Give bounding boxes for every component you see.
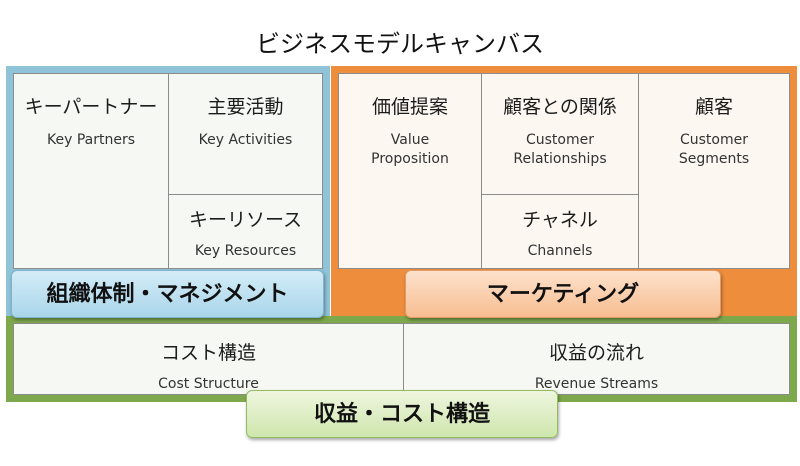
key-partners-block: キーパートナー Key Partners	[13, 73, 169, 269]
customer-segments-en-line2: Segments	[678, 151, 750, 167]
customer-segments-jp: 顧客	[694, 96, 733, 118]
customer-relationships-en: Customer Relationships	[482, 131, 638, 169]
cost-structure-jp: コスト構造	[160, 342, 256, 364]
value-proposition-en-line2: Proposition	[371, 151, 449, 167]
customer-relationships-block: 顧客との関係 Customer Relationships	[481, 73, 639, 195]
customer-relationships-jp: 顧客との関係	[503, 96, 617, 118]
key-partners-jp: キーパートナー	[24, 96, 158, 118]
key-resources-jp: キーリソース	[188, 209, 303, 231]
cost-structure-block: コスト構造 Cost Structure	[13, 323, 404, 395]
value-proposition-jp: 価値提案	[371, 96, 448, 118]
key-partners-en: Key Partners	[46, 132, 135, 148]
key-resources-block: キーリソース Key Resources	[168, 194, 323, 269]
customer-segments-en: Customer Segments	[639, 131, 789, 169]
key-activities-jp: 主要活動	[207, 96, 284, 118]
key-activities-en: Key Activities	[198, 132, 293, 148]
customer-segments-en-line1: Customer	[679, 132, 748, 148]
canvas-title: ビジネスモデルキャンバス	[256, 30, 544, 58]
revenue-cost-group-label: 収益・コスト構造	[246, 390, 558, 438]
value-proposition-en-line1: Value	[390, 132, 430, 148]
cost-structure-en: Cost Structure	[158, 376, 259, 392]
organization-group-label: 組織体制・マネジメント	[11, 270, 324, 318]
key-resources-en: Key Resources	[194, 243, 297, 259]
revenue-streams-en: Revenue Streams	[534, 376, 659, 392]
customer-segments-block: 顧客 Customer Segments	[638, 73, 790, 269]
customer-relationships-en-line1: Customer	[525, 132, 594, 148]
channels-jp: チャネル	[522, 209, 598, 231]
key-activities-block: 主要活動 Key Activities	[168, 73, 323, 195]
marketing-group-label: マーケティング	[405, 270, 721, 318]
revenue-streams-jp: 収益の流れ	[548, 342, 644, 364]
value-proposition-block: 価値提案 Value Proposition	[338, 73, 482, 269]
customer-relationships-en-line2: Relationships	[513, 151, 607, 167]
value-proposition-en: Value Proposition	[339, 131, 481, 169]
channels-block: チャネル Channels	[481, 194, 639, 269]
channels-en: Channels	[527, 243, 593, 259]
revenue-streams-block: 収益の流れ Revenue Streams	[403, 323, 790, 395]
